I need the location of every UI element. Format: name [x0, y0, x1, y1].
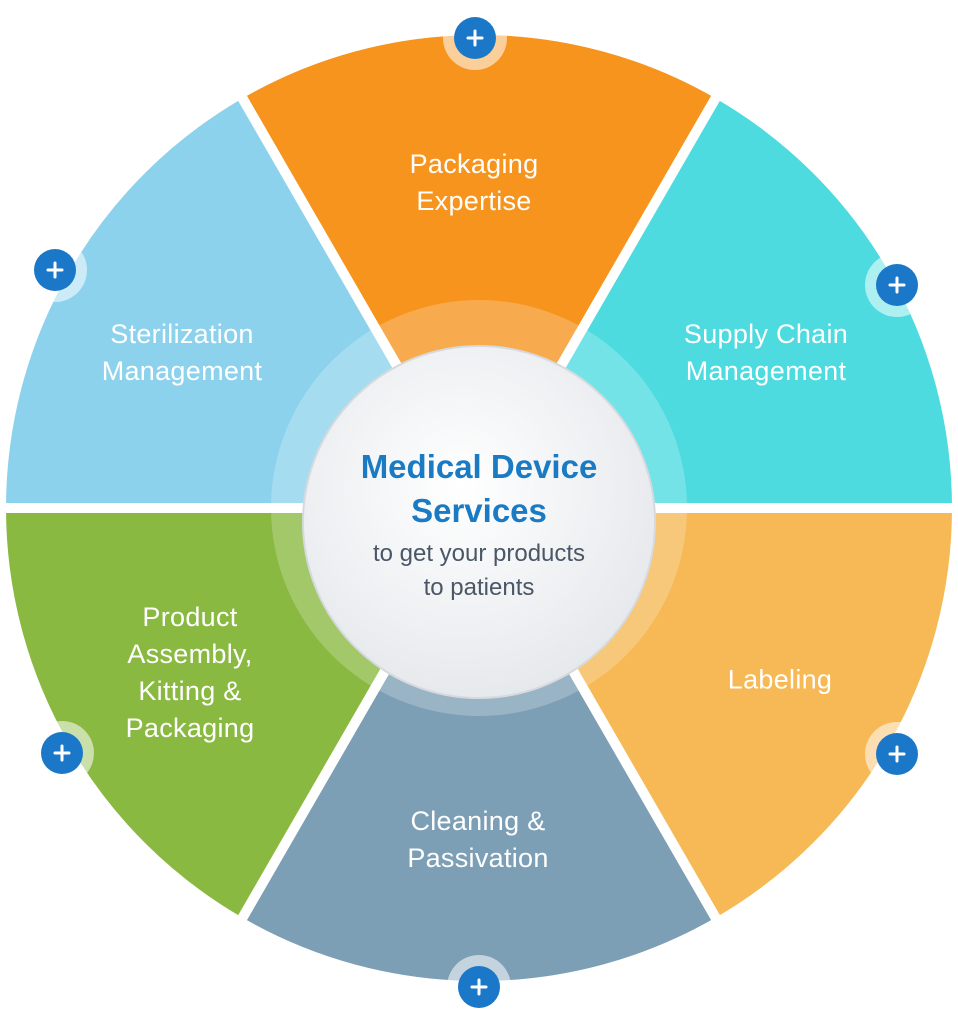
plus-icon: [470, 978, 488, 996]
plus-icon: [46, 261, 64, 279]
plus-icon: [53, 744, 71, 762]
center-title: Medical Device Services: [360, 448, 598, 529]
center-subtitle: to get your products to patients: [372, 540, 586, 601]
segment-label-labeling: Labeling: [727, 664, 833, 695]
expand-packaging-expertise-button[interactable]: [454, 17, 496, 59]
plus-icon: [888, 276, 906, 294]
center-text: Medical Device Services to get your prod…: [319, 445, 639, 605]
expand-labeling-button[interactable]: [876, 733, 918, 775]
center-circle: [302, 345, 656, 699]
expand-supply-chain-button[interactable]: [876, 264, 918, 306]
segment-label-cleaning-passivation: Cleaning &Passivation: [407, 806, 549, 873]
plus-icon: [888, 745, 906, 763]
plus-icon: [466, 29, 484, 47]
expand-cleaning-passivation-button[interactable]: [458, 966, 500, 1008]
expand-product-assembly-button[interactable]: [41, 732, 83, 774]
expand-sterilization-button[interactable]: [34, 249, 76, 291]
